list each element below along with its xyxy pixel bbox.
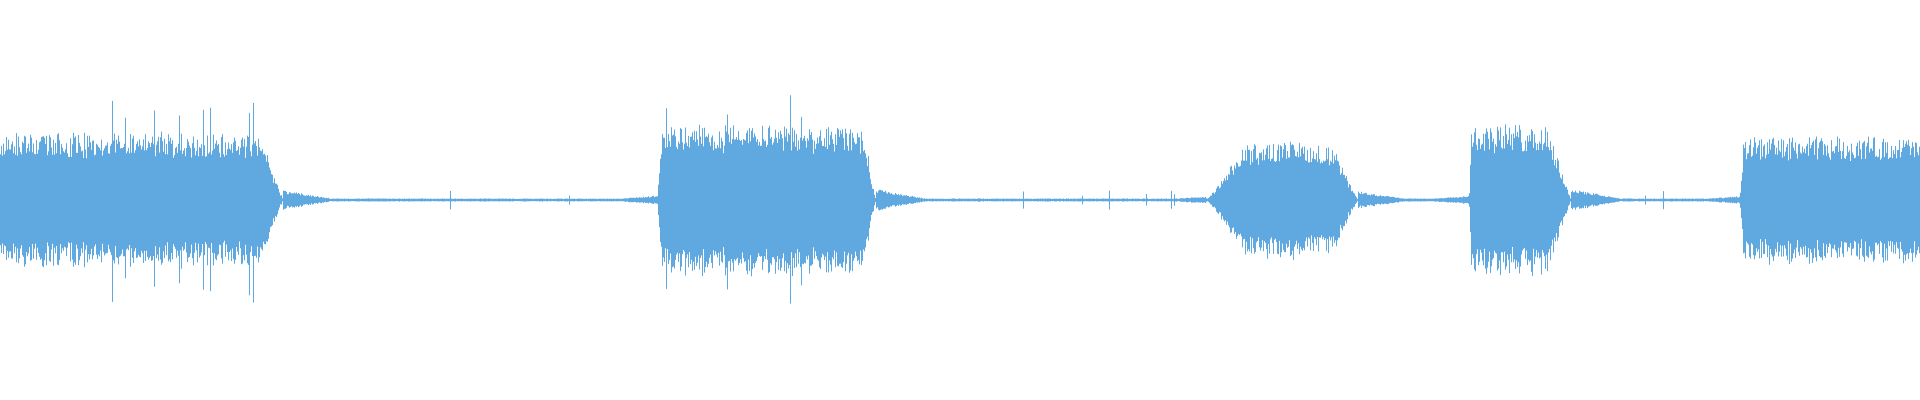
waveform-trace bbox=[0, 95, 1920, 304]
waveform-bars bbox=[0, 95, 1920, 304]
